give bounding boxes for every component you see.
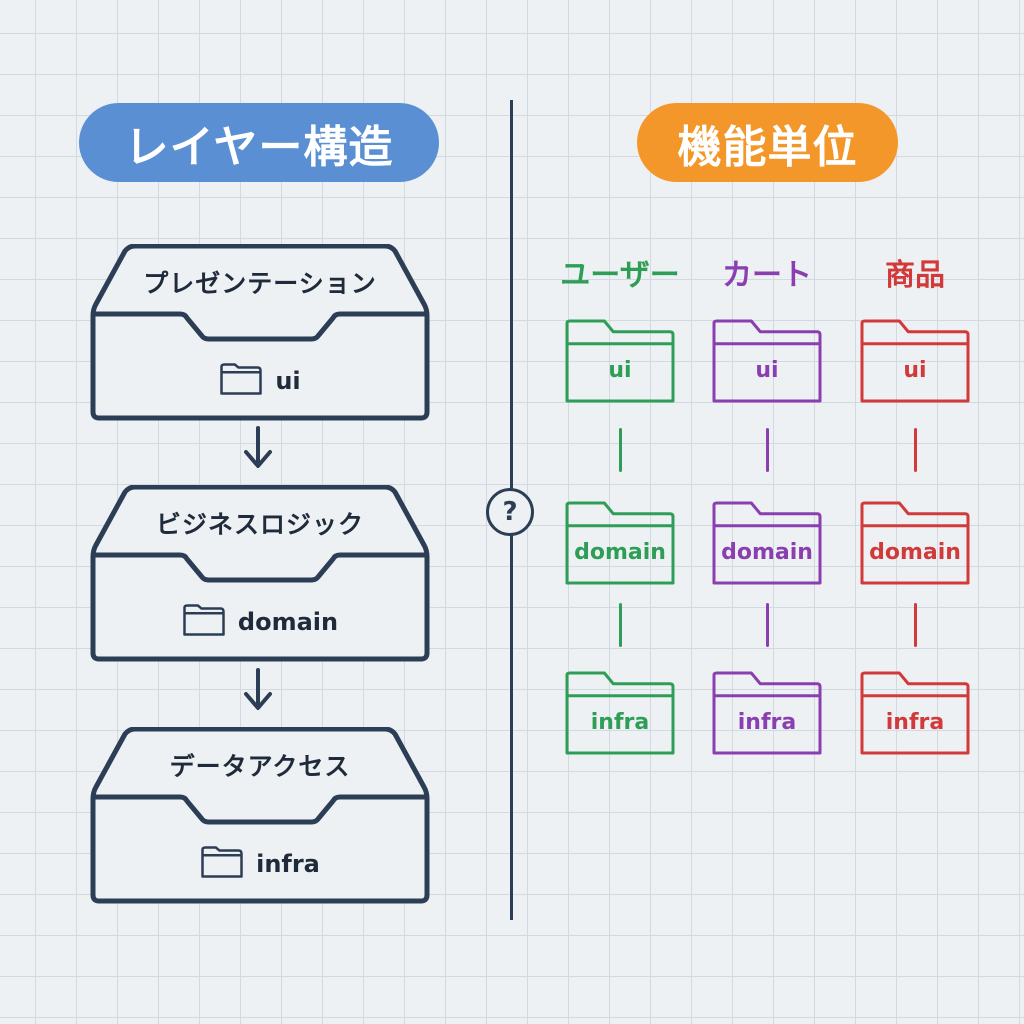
feature-folder-label: domain — [869, 540, 961, 565]
feature-folder-label: ui — [608, 358, 632, 383]
folder-icon — [200, 845, 244, 883]
layer-structure-title: レイヤー構造 — [79, 103, 439, 182]
feature-folder-label: domain — [721, 540, 813, 565]
arrow-down-icon — [240, 662, 276, 720]
question-icon: ? — [486, 488, 534, 536]
layer-title: データアクセス — [169, 752, 351, 781]
feature-column-header: カート — [722, 258, 812, 293]
folder-connector — [766, 428, 769, 472]
feature-folder-label: ui — [903, 358, 927, 383]
folder-connector — [766, 603, 769, 647]
layer-folder: domain — [90, 603, 430, 641]
layer-title: プレゼンテーション — [143, 269, 377, 298]
layer-title: ビジネスロジック — [155, 510, 364, 539]
layer-folder: infra — [90, 845, 430, 883]
feature-unit-title: 機能単位 — [637, 103, 898, 182]
arrow-down-icon — [240, 420, 276, 478]
feature-folder: infra — [859, 670, 971, 756]
folder-icon — [182, 603, 226, 641]
folder-connector — [914, 428, 917, 472]
feature-folder: ui — [711, 318, 823, 404]
feature-folder: ui — [564, 318, 676, 404]
folder-connector — [914, 603, 917, 647]
folder-icon — [219, 362, 263, 400]
layer-folder-label: domain — [237, 608, 339, 636]
layer-tray: データアクセス infra — [90, 727, 430, 911]
layer-tray: プレゼンテーション ui — [90, 244, 430, 428]
feature-folder: domain — [711, 500, 823, 586]
feature-folder-label: ui — [755, 358, 779, 383]
feature-folder-label: infra — [885, 710, 945, 735]
layer-folder-label: ui — [275, 367, 301, 395]
feature-folder: domain — [564, 500, 676, 586]
feature-folder: domain — [859, 500, 971, 586]
layer-folder: ui — [90, 362, 430, 400]
feature-folder: ui — [859, 318, 971, 404]
folder-connector — [619, 603, 622, 647]
feature-folder-label: infra — [590, 710, 650, 735]
feature-column-header: ユーザー — [560, 258, 680, 293]
feature-folder-label: domain — [574, 540, 666, 565]
layer-folder-label: infra — [256, 850, 320, 878]
feature-folder: infra — [564, 670, 676, 756]
layer-tray: ビジネスロジック domain — [90, 485, 430, 669]
feature-folder: infra — [711, 670, 823, 756]
feature-folder-label: infra — [737, 710, 797, 735]
folder-connector — [619, 428, 622, 472]
feature-column-header: 商品 — [885, 258, 945, 293]
